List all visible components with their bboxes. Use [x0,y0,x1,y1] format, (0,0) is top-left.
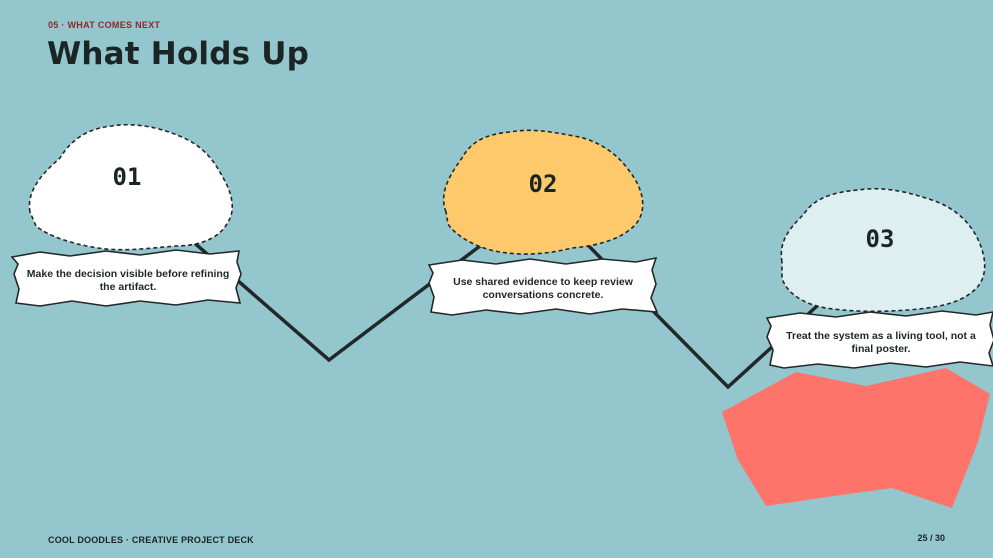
blob-02 [442,129,644,255]
caption-card-03 [765,310,993,369]
step-caption-02: Use shared evidence to keep review conve… [453,276,633,301]
step-number-02: 02 [528,170,558,198]
caption-card-02 [427,256,659,316]
eyebrow-label: 05 · WHAT COMES NEXT [48,20,161,30]
step-number-03: 03 [865,225,895,253]
blob-01 [28,123,234,251]
footer-deck-name: COOL DOODLES · CREATIVE PROJECT DECK [48,535,254,545]
step-caption-01: Make the decision visible before refinin… [26,268,230,293]
footer-page-number: 25 / 30 [917,533,945,543]
slide-title: What Holds Up [47,36,310,72]
step-caption-03: Treat the system as a living tool, not a… [786,330,976,355]
step-number-01: 01 [112,163,142,191]
coral-decorative-shape [722,368,990,508]
blob-03 [780,187,986,313]
caption-card-01 [10,249,242,307]
